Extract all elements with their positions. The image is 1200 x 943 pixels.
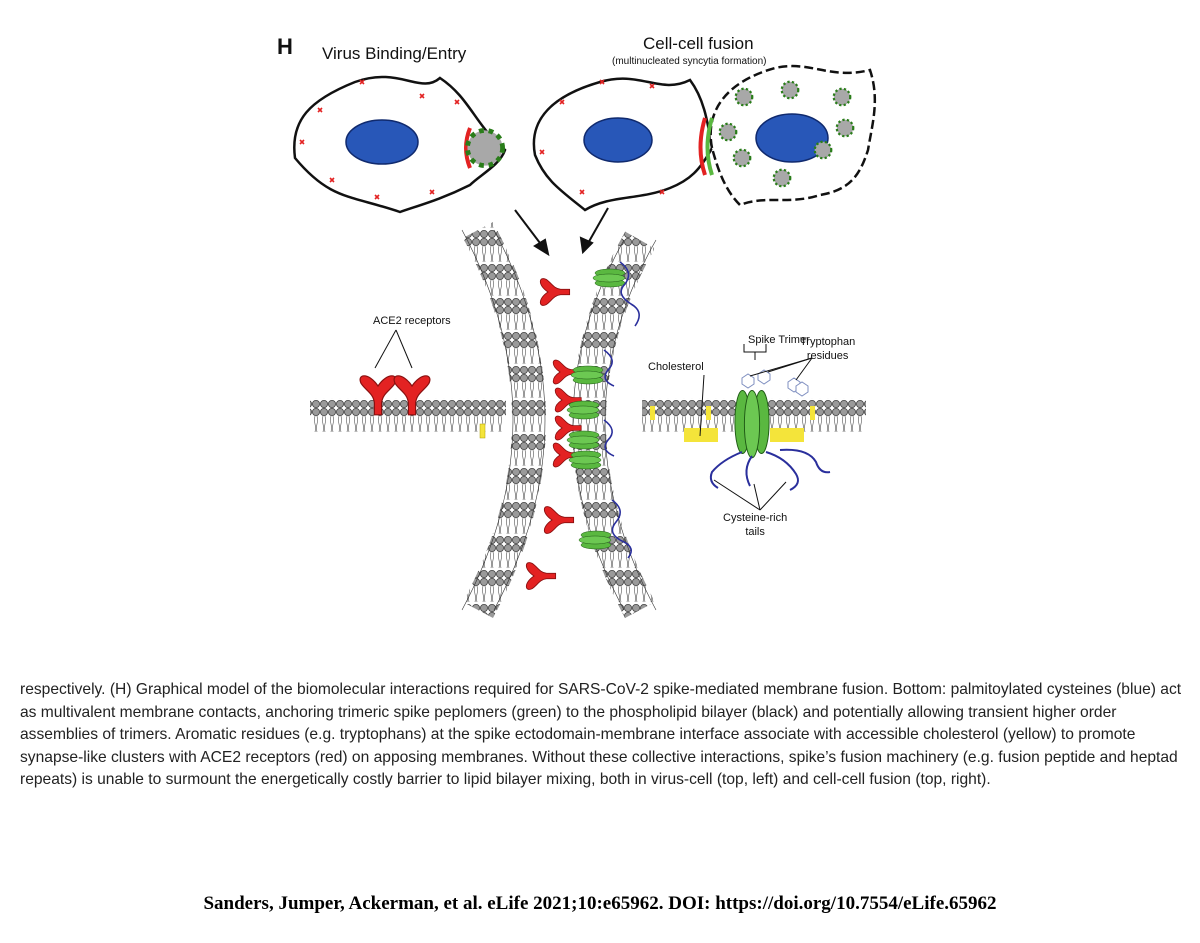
- panel-letter: H: [277, 34, 293, 59]
- cysteine-label-line2: tails: [745, 526, 765, 538]
- cholesterol-label: Cholesterol: [648, 361, 704, 373]
- right-panel-subtitle: (multinucleated syncytia formation): [612, 56, 767, 67]
- arrows: [514, 207, 609, 257]
- tryptophan-label: Tryptophan residues: [800, 335, 855, 363]
- left-cell: [293, 75, 507, 214]
- ace2-membrane: [310, 329, 506, 439]
- cysteine-label: Cysteine-rich tails: [723, 511, 787, 539]
- figure-panel-h: H Virus Binding/Entry Cell-cell fusion (…: [277, 34, 877, 619]
- tryptophan-label-line2: residues: [806, 350, 849, 362]
- tryptophan-label-line1: Tryptophan: [800, 336, 856, 348]
- caption-text-start: respectively. (: [20, 681, 116, 698]
- figure-caption: respectively. (H) Graphical model of the…: [20, 679, 1185, 792]
- spike-trimer-label: Spike Trimer: [748, 334, 810, 346]
- ace2-label: ACE2 receptors: [373, 315, 451, 327]
- caption-panel-letter: H: [115, 681, 127, 698]
- cysteine-label-line1: Cysteine-rich: [723, 512, 788, 524]
- citation: Sanders, Jumper, Ackerman, et al. eLife …: [203, 893, 997, 914]
- left-panel-title: Virus Binding/Entry: [322, 44, 467, 63]
- caption-text-body: ) Graphical model of the biomolecular in…: [20, 681, 1182, 788]
- fusion-model-illustration: [293, 64, 877, 619]
- apposing-membranes: [461, 221, 657, 619]
- spike-membrane: [642, 344, 866, 511]
- right-panel-title: Cell-cell fusion: [643, 34, 754, 53]
- right-cells: [532, 64, 877, 212]
